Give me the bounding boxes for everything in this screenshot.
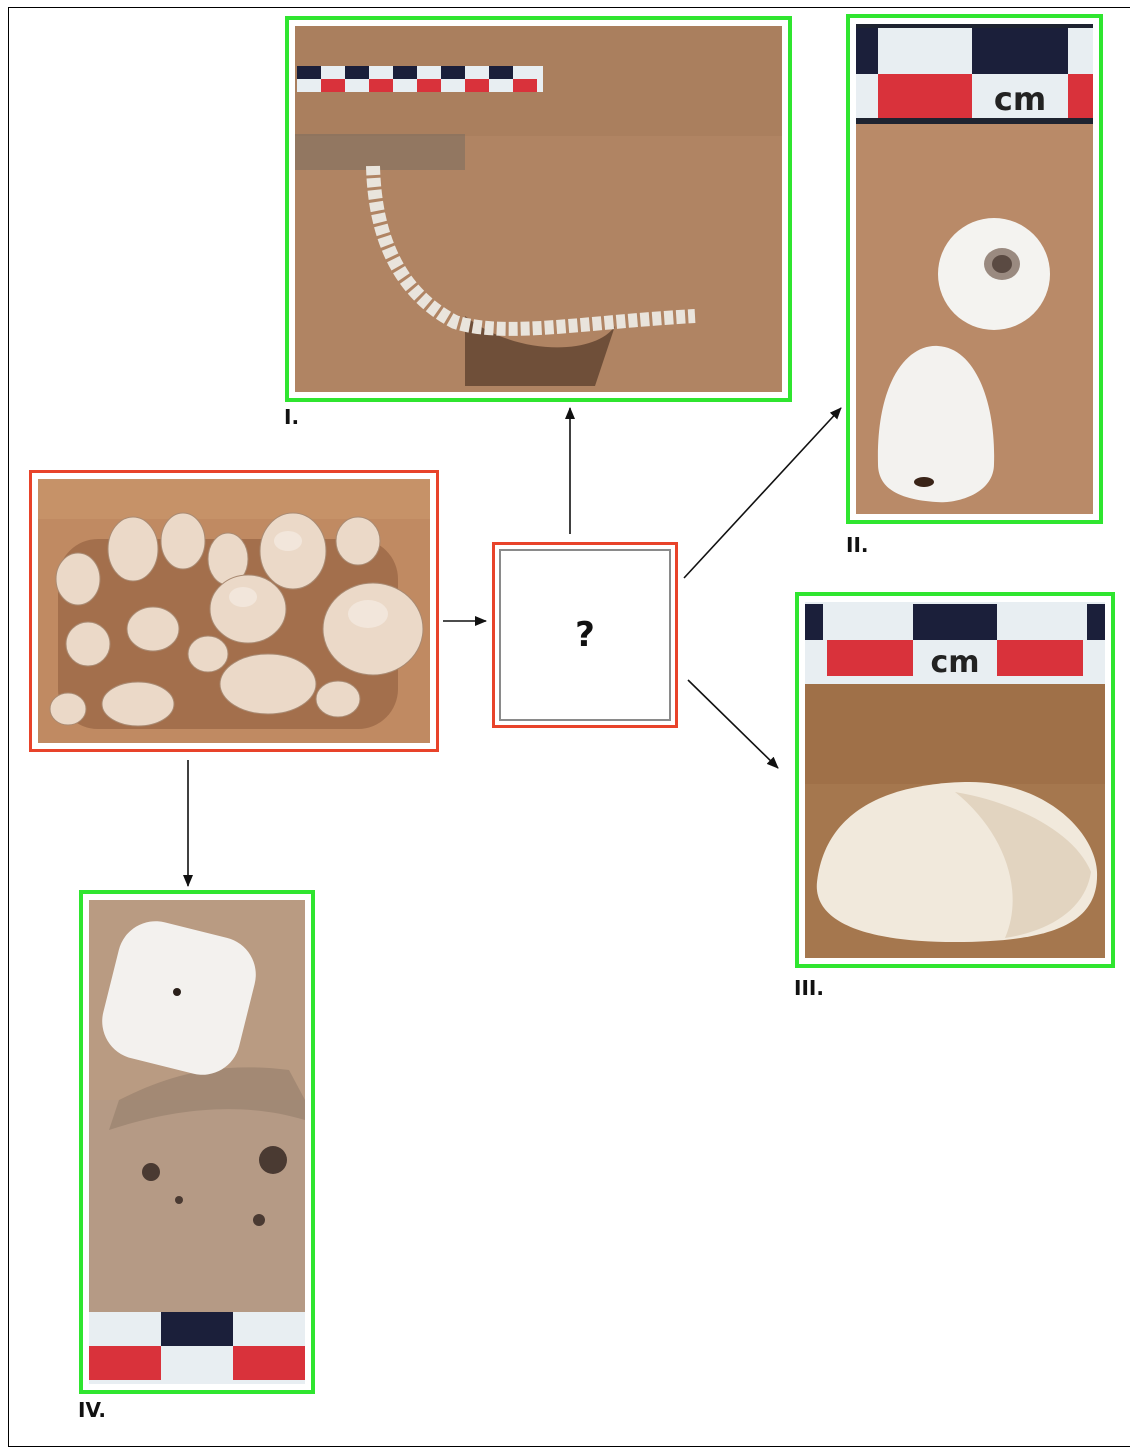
panel-iv-caption: IV. (78, 1398, 106, 1422)
two-quartz-beads-photo: cm (856, 24, 1093, 514)
panel-ii-frame: cm (846, 14, 1103, 524)
panel-iii-frame: cm (795, 592, 1115, 968)
unknown-process-box: ? (492, 542, 678, 728)
panel-iii-caption: III. (794, 976, 824, 1000)
panel-iv-frame (79, 890, 315, 1394)
question-mark: ? (575, 615, 595, 655)
bead-string-photo (295, 26, 782, 392)
scale-bar (89, 1312, 305, 1384)
source-photo-frame (29, 470, 439, 752)
scale-bar: cm (805, 602, 1105, 684)
arrow-question-to-panel-iii (688, 680, 778, 768)
square-quartz-bead-photo (89, 900, 305, 1384)
scale-unit-label: cm (930, 645, 979, 680)
arrow-question-to-panel-ii (684, 408, 841, 578)
scale-bar: cm (856, 24, 1093, 124)
quartz-pebble-cluster-photo (38, 479, 430, 743)
oval-quartz-bead-photo: cm (805, 602, 1105, 958)
panel-ii-caption: II. (846, 533, 868, 557)
panel-i-caption: I. (284, 405, 299, 429)
scale-unit-label: cm (994, 80, 1046, 118)
unknown-process-inner: ? (499, 549, 671, 721)
panel-i-frame (285, 16, 792, 402)
scale-bar (297, 66, 543, 92)
